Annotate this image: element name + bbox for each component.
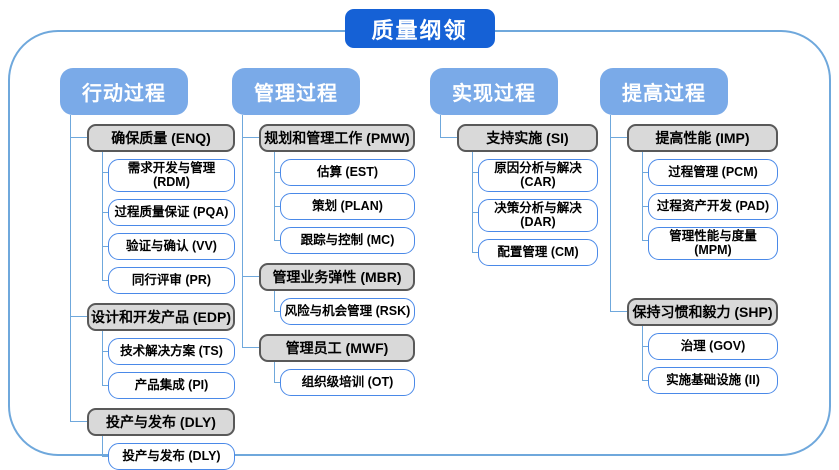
- child-process-node: 风险与机会管理 (RSK): [280, 298, 415, 325]
- tree-group: 设计和开发产品 (EDP) 技术解决方案 (TS) 产品集成 (PI): [70, 293, 235, 399]
- leaf-wrap: 原因分析与解决 (CAR): [472, 152, 598, 192]
- child-process-node: 治理 (GOV): [648, 332, 778, 360]
- parent-process-node: 投产与发布 (DLY): [87, 407, 235, 436]
- leaf-wrap: 过程资产开发 (PAD): [642, 186, 778, 220]
- leaf-wrap: 验证与确认 (VV): [102, 225, 235, 260]
- leaf-wrap: 投产与发布 (DLY): [102, 435, 235, 470]
- column-header: 提高过程: [600, 68, 728, 115]
- child-process-node: 产品集成 (PI): [108, 371, 235, 399]
- tree-group: 保持习惯和毅力 (SHP) 治理 (GOV) 实施基础设施 (II): [610, 259, 778, 394]
- column-header: 实现过程: [430, 68, 558, 115]
- child-process-node: 原因分析与解决 (CAR): [478, 159, 598, 192]
- child-process-node: 需求开发与管理 (RDM): [108, 159, 235, 192]
- child-process-node: 过程资产开发 (PAD): [648, 193, 778, 220]
- leaf-wrap: 技术解决方案 (TS): [102, 330, 235, 365]
- parent-process-node: 确保质量 (ENQ): [87, 124, 235, 152]
- leaf-wrap: 配置管理 (CM): [472, 231, 598, 266]
- leaf-list: 风险与机会管理 (RSK): [274, 291, 415, 325]
- child-process-node: 配置管理 (CM): [478, 238, 598, 266]
- leaf-wrap: 策划 (PLAN): [274, 186, 415, 220]
- leaf-wrap: 估算 (EST): [274, 152, 415, 186]
- child-process-node: 管理性能与度量 (MPM): [648, 227, 778, 260]
- leaf-wrap: 治理 (GOV): [642, 325, 778, 360]
- leaf-wrap: 风险与机会管理 (RSK): [274, 291, 415, 325]
- tree-group: 提高性能 (IMP) 过程管理 (PCM) 过程资产开发 (PAD) 管理性能与度量 …: [610, 115, 778, 260]
- parent-process-node: 设计和开发产品 (EDP): [87, 302, 235, 331]
- group-list: 规划和管理工作 (PMW) 估算 (EST) 策划 (PLAN) 跟踪与控制 (MC)…: [242, 115, 415, 396]
- child-process-node: 投产与发布 (DLY): [108, 442, 235, 470]
- child-process-node: 组织级培训 (OT): [280, 369, 415, 396]
- leaf-list: 原因分析与解决 (CAR) 决策分析与解决 (DAR) 配置管理 (CM): [472, 152, 598, 266]
- process-column: 提高过程提高性能 (IMP) 过程管理 (PCM) 过程资产开发 (PAD) 管理性能…: [600, 68, 778, 394]
- leaf-list: 估算 (EST) 策划 (PLAN) 跟踪与控制 (MC): [274, 152, 415, 254]
- leaf-list: 需求开发与管理 (RDM) 过程质量保证 (PQA) 验证与确认 (VV) 同行评审 …: [102, 152, 235, 294]
- group-list: 支持实施 (SI) 原因分析与解决 (CAR) 决策分析与解决 (DAR) 配置管理 …: [440, 115, 598, 266]
- parent-process-node: 提高性能 (IMP): [627, 124, 778, 152]
- parent-process-node: 保持习惯和毅力 (SHP): [627, 297, 778, 326]
- child-process-node: 技术解决方案 (TS): [108, 337, 235, 365]
- tree-group: 支持实施 (SI) 原因分析与解决 (CAR) 决策分析与解决 (DAR) 配置管理 …: [440, 115, 598, 266]
- leaf-wrap: 需求开发与管理 (RDM): [102, 152, 235, 192]
- tree-group: 投产与发布 (DLY) 投产与发布 (DLY): [70, 398, 235, 470]
- leaf-wrap: 管理性能与度量 (MPM): [642, 220, 778, 260]
- group-list: 提高性能 (IMP) 过程管理 (PCM) 过程资产开发 (PAD) 管理性能与度量 …: [610, 115, 778, 394]
- leaf-wrap: 组织级培训 (OT): [274, 362, 415, 396]
- leaf-list: 投产与发布 (DLY): [102, 435, 235, 470]
- column-header: 行动过程: [60, 68, 188, 115]
- parent-process-node: 管理业务弹性 (MBR): [259, 263, 415, 291]
- leaf-list: 过程管理 (PCM) 过程资产开发 (PAD) 管理性能与度量 (MPM): [642, 152, 778, 260]
- child-process-node: 估算 (EST): [280, 159, 415, 186]
- child-process-node: 跟踪与控制 (MC): [280, 227, 415, 254]
- group-list: 确保质量 (ENQ) 需求开发与管理 (RDM) 过程质量保证 (PQA) 验证与确认…: [70, 115, 235, 470]
- leaf-wrap: 实施基础设施 (II): [642, 359, 778, 394]
- leaf-list: 技术解决方案 (TS) 产品集成 (PI): [102, 330, 235, 399]
- leaf-wrap: 跟踪与控制 (MC): [274, 220, 415, 254]
- column-header: 管理过程: [232, 68, 360, 115]
- leaf-wrap: 决策分析与解决 (DAR): [472, 191, 598, 232]
- tree-group: 管理业务弹性 (MBR) 风险与机会管理 (RSK): [242, 254, 415, 325]
- child-process-node: 策划 (PLAN): [280, 193, 415, 220]
- tree-group: 管理员工 (MWF) 组织级培训 (OT): [242, 325, 415, 396]
- leaf-wrap: 过程质量保证 (PQA): [102, 191, 235, 226]
- child-process-node: 同行评审 (PR): [108, 266, 235, 294]
- leaf-wrap: 过程管理 (PCM): [642, 152, 778, 186]
- process-column: 实现过程支持实施 (SI) 原因分析与解决 (CAR) 决策分析与解决 (DAR) 配…: [430, 68, 598, 266]
- leaf-list: 治理 (GOV) 实施基础设施 (II): [642, 325, 778, 394]
- process-column: 行动过程确保质量 (ENQ) 需求开发与管理 (RDM) 过程质量保证 (PQA) 验…: [60, 68, 235, 470]
- child-process-node: 过程质量保证 (PQA): [108, 198, 235, 226]
- leaf-wrap: 同行评审 (PR): [102, 259, 235, 294]
- tree-group: 确保质量 (ENQ) 需求开发与管理 (RDM) 过程质量保证 (PQA) 验证与确认…: [70, 115, 235, 294]
- process-column: 管理过程规划和管理工作 (PMW) 估算 (EST) 策划 (PLAN) 跟踪与控制 …: [232, 68, 415, 396]
- leaf-wrap: 产品集成 (PI): [102, 364, 235, 399]
- child-process-node: 验证与确认 (VV): [108, 232, 235, 260]
- parent-process-node: 规划和管理工作 (PMW): [259, 124, 415, 152]
- child-process-node: 过程管理 (PCM): [648, 159, 778, 186]
- parent-process-node: 支持实施 (SI): [457, 124, 598, 152]
- diagram-title: 质量纲领: [344, 9, 495, 48]
- child-process-node: 决策分析与解决 (DAR): [478, 198, 598, 232]
- parent-process-node: 管理员工 (MWF): [259, 334, 415, 362]
- child-process-node: 实施基础设施 (II): [648, 366, 778, 394]
- tree-group: 规划和管理工作 (PMW) 估算 (EST) 策划 (PLAN) 跟踪与控制 (MC): [242, 115, 415, 254]
- leaf-list: 组织级培训 (OT): [274, 362, 415, 396]
